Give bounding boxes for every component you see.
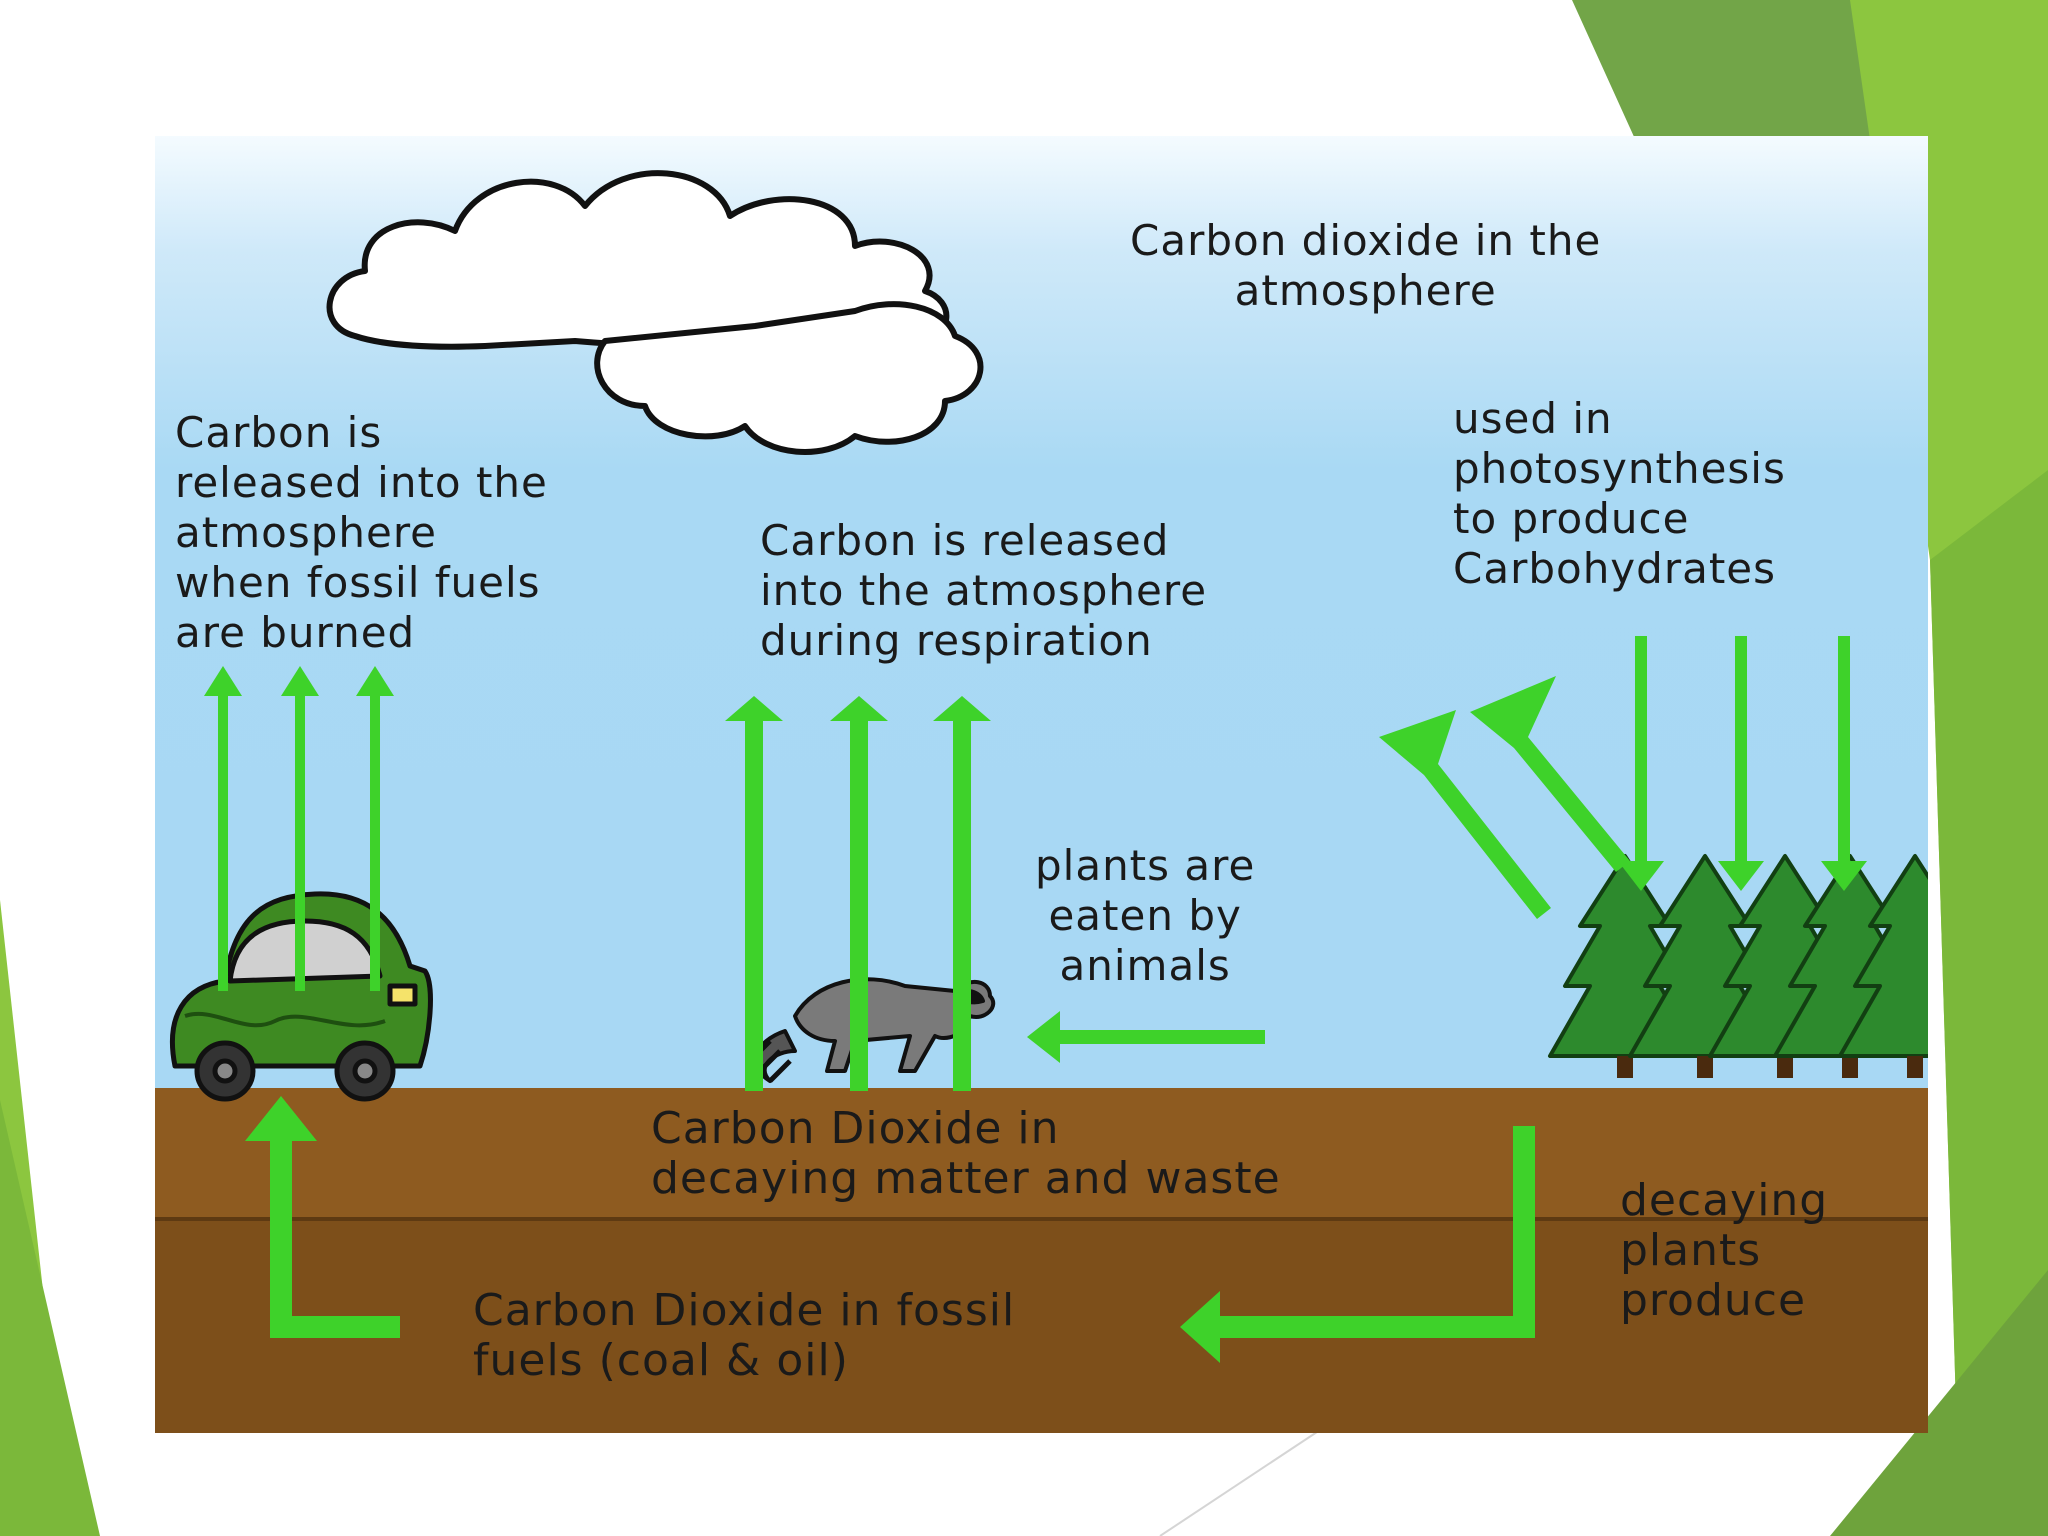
diagram-graphics: [155, 136, 1928, 1433]
label-fossil-burn: Carbon is released into the atmosphere w…: [175, 408, 548, 658]
slide-thin-line: [1159, 1429, 1321, 1536]
label-fossil-burn-line-4: when fossil fuels: [175, 558, 541, 607]
label-decaying-plants-line-1: decaying: [1620, 1175, 1829, 1226]
carbon-cycle-diagram: Carbon dioxide in the atmosphere Carbon …: [155, 136, 1928, 1433]
label-photosynthesis-line-2: photosynthesis: [1453, 444, 1786, 493]
label-eaten-line-3: animals: [1059, 941, 1231, 990]
label-fossil-burn-line-2: released into the: [175, 458, 548, 507]
label-respiration-line-1: Carbon is released: [760, 516, 1170, 565]
label-photosynthesis-line-4: Carbohydrates: [1453, 544, 1777, 593]
arrows: [204, 636, 1867, 1363]
arrow-respiration-up: [725, 696, 991, 1091]
label-fossil-burn-line-1: Carbon is: [175, 408, 383, 457]
ground-upper-layer: [155, 1088, 1928, 1218]
arrow-trees-respiration: [1379, 676, 1630, 919]
label-atmosphere: Carbon dioxide in the atmosphere: [1130, 216, 1601, 316]
label-decaying-plants: decaying plants produce: [1620, 1176, 1828, 1326]
label-decaying-plants-line-2: plants: [1620, 1225, 1762, 1276]
label-fossil-fuels-line-2: fuels (coal & oil): [473, 1335, 849, 1386]
label-photosynthesis-line-3: to produce: [1453, 494, 1690, 543]
label-decaying-matter-line-2: decaying matter and waste: [651, 1153, 1281, 1204]
label-eaten-line-1: plants are: [1035, 841, 1256, 890]
slide-shard-left-inner: [0, 1100, 100, 1536]
label-decaying-matter-line-1: Carbon Dioxide in: [651, 1103, 1060, 1154]
arrow-fossil-up: [204, 666, 394, 991]
label-respiration: Carbon is released into the atmosphere d…: [760, 516, 1207, 666]
label-eaten-line-2: eaten by: [1048, 891, 1242, 940]
arrow-eaten-left: [1027, 1011, 1265, 1063]
cloud-icon: [326, 170, 984, 455]
slide-shard-right-mid: [1930, 470, 2048, 1536]
arrow-photosynthesis-down: [1618, 636, 1867, 891]
label-respiration-line-2: into the atmosphere: [760, 566, 1208, 615]
label-eaten: plants are eaten by animals: [1035, 841, 1255, 991]
label-fossil-fuels: Carbon Dioxide in fossil fuels (coal & o…: [473, 1286, 1015, 1386]
arrow-fossil-to-car: [245, 1096, 400, 1338]
label-atmosphere-line-1: Carbon dioxide in the: [1130, 216, 1602, 265]
label-photosynthesis-line-1: used in: [1453, 394, 1613, 443]
label-atmosphere-line-2: atmosphere: [1234, 266, 1497, 315]
label-decaying-matter: Carbon Dioxide in decaying matter and wa…: [651, 1104, 1281, 1204]
label-photosynthesis: used in photosynthesis to produce Carboh…: [1453, 394, 1786, 594]
ground-lower-layer: [155, 1221, 1928, 1433]
arrow-decaying-to-fossil: [1180, 1126, 1535, 1363]
label-decaying-plants-line-3: produce: [1620, 1275, 1807, 1326]
label-fossil-burn-line-5: are burned: [175, 608, 416, 657]
slide-shard-bottom-right: [1830, 1270, 2048, 1536]
label-respiration-line-3: during respiration: [760, 616, 1153, 665]
label-fossil-burn-line-3: atmosphere: [175, 508, 437, 557]
label-fossil-fuels-line-1: Carbon Dioxide in fossil: [473, 1285, 1016, 1336]
